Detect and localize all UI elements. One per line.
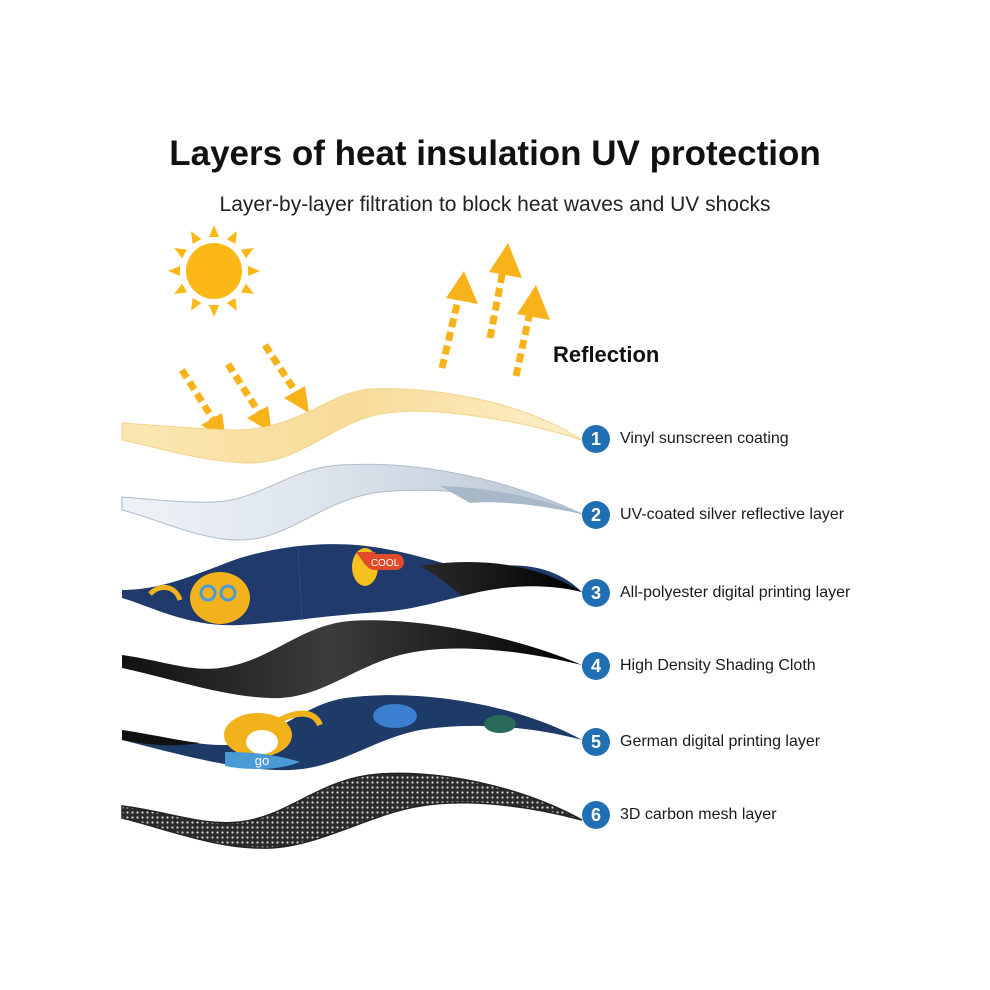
layer-5-printing: go (122, 695, 582, 771)
sun-ray (226, 297, 237, 311)
layer-label-4: 4 High Density Shading Cloth (582, 651, 816, 681)
layer-number-badge: 6 (582, 801, 610, 829)
printed-character-icon (190, 572, 250, 624)
sun-ray (248, 266, 260, 276)
sun-ray (168, 266, 180, 276)
go-banner (225, 752, 300, 770)
reflection-label: Reflection (553, 342, 660, 367)
incoming-heat-arrows (179, 343, 309, 440)
layer-label-6: 6 3D carbon mesh layer (582, 800, 777, 830)
page-subtitle: Layer-by-layer filtration to block heat … (219, 193, 771, 216)
sun-ray (226, 231, 237, 245)
layer-number-badge: 3 (582, 579, 610, 607)
layer-label-text: 3D carbon mesh layer (620, 806, 777, 823)
layer-number-badge: 4 (582, 652, 610, 680)
layer-number-badge: 5 (582, 728, 610, 756)
incoming-arrow-icon (262, 343, 309, 413)
layer-label-text: Vinyl sunscreen coating (620, 430, 789, 447)
sun-ray (209, 305, 219, 317)
page-title: Layers of heat insulation UV protection (169, 134, 821, 173)
go-banner-text: go (255, 753, 269, 768)
layer-label-text: All-polyester digital printing layer (620, 584, 851, 601)
layer-3-printing: COOL (122, 544, 582, 626)
layer-2-silver (121, 463, 583, 541)
layer-1-vinyl (121, 388, 583, 464)
sun-ray (174, 283, 188, 294)
layer-label-3: 3 All-polyester digital printing layer (582, 578, 850, 608)
layer-label-1: 1 Vinyl sunscreen coating (582, 424, 789, 454)
layer-number-badge: 2 (582, 501, 610, 529)
sun-ray (191, 297, 202, 311)
layer-4-shading-cloth (122, 620, 582, 699)
sun-ray (240, 248, 254, 259)
sun-icon (168, 225, 260, 317)
cool-badge-text: COOL (371, 558, 400, 569)
layer-label-text: UV-coated silver reflective layer (620, 506, 845, 523)
sun-ray (209, 225, 219, 237)
sun-ray (191, 231, 202, 245)
layer-6-carbon-mesh (121, 772, 583, 849)
layer-label-text: High Density Shading Cloth (620, 657, 816, 674)
sun-ray (240, 283, 254, 294)
layer-label-5: 5 German digital printing layer (582, 727, 820, 757)
layer-label-text: German digital printing layer (620, 733, 821, 750)
layer-number-badge: 1 (582, 425, 610, 453)
layer-label-2: 2 UV-coated silver reflective layer (582, 500, 844, 530)
cool-badge (366, 554, 404, 570)
reflection-arrow-icon (486, 243, 522, 339)
reflection-arrow-icon (438, 271, 478, 369)
incoming-arrow-icon (225, 362, 272, 433)
reflection-arrows (438, 243, 550, 377)
reflection-arrow-icon (512, 285, 550, 377)
sun-ray (174, 248, 188, 259)
